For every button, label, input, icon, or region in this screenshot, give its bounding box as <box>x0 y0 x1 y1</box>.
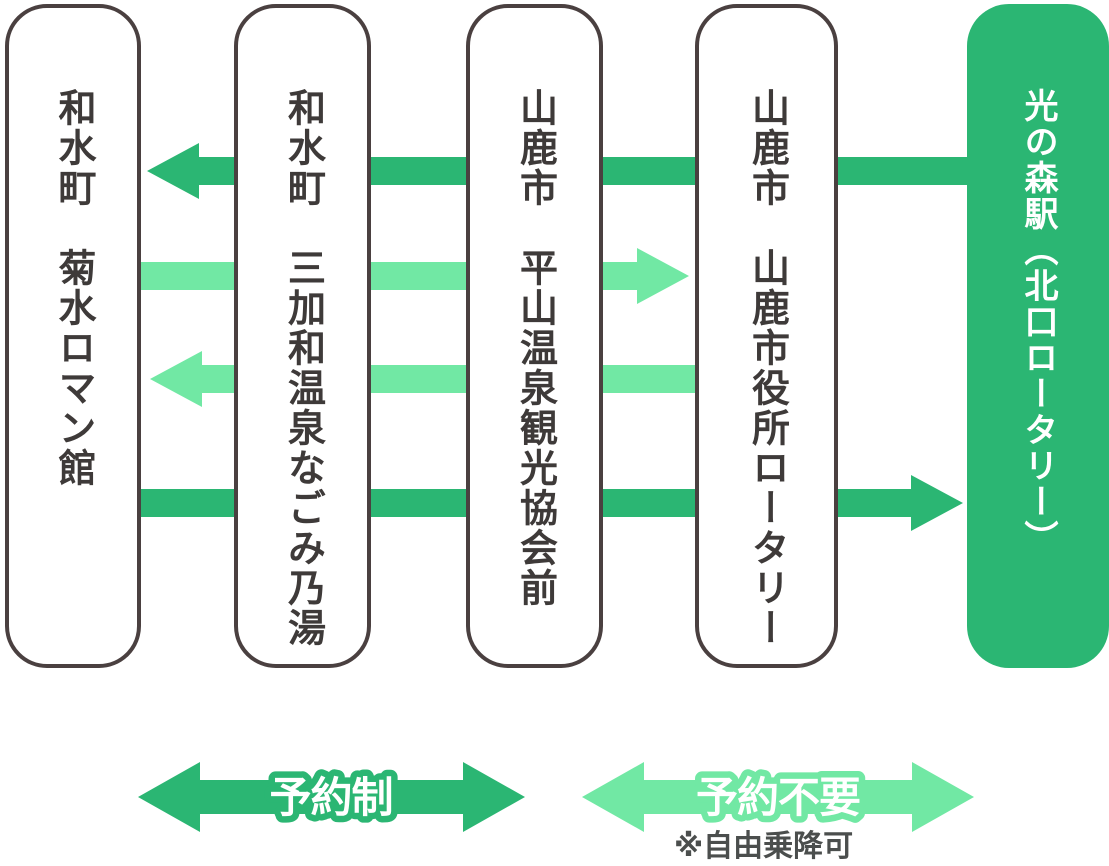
stop-label: 山鹿市 平山温泉観光協会前 <box>513 88 556 608</box>
legend-label-no-reservation: 予約不要 <box>696 774 860 821</box>
stop-label: 光の森駅（北口ロータリー） <box>1019 88 1057 556</box>
stop-card-mikawa-onsen-nagomi-no-yu: 和水町 三加和温泉なごみ乃湯 <box>234 4 371 668</box>
legend-label-reserved: 予約制 <box>269 774 392 821</box>
stop-label: 和水町 三加和温泉なごみ乃湯 <box>281 88 324 648</box>
stop-card-yamaga-shiyakusho-rotary: 山鹿市 山鹿市役所ロータリー <box>695 4 838 668</box>
stop-label: 山鹿市 山鹿市役所ロータリー <box>745 88 788 648</box>
stop-card-hikari-no-mori-station: 光の森駅（北口ロータリー） <box>967 4 1109 668</box>
stop-label: 和水町 菊水ロマン館 <box>52 88 94 488</box>
free-ride-note: ※自由乗降可 <box>674 830 854 863</box>
stop-card-kikusui-roman-kan: 和水町 菊水ロマン館 <box>5 4 141 668</box>
legend-arrow-no-reservation-icon <box>582 762 974 832</box>
legend-arrow-reserved-icon <box>138 762 525 832</box>
stop-card-hirayama-onsen-kanko-kyokai-mae: 山鹿市 平山温泉観光協会前 <box>466 4 603 668</box>
